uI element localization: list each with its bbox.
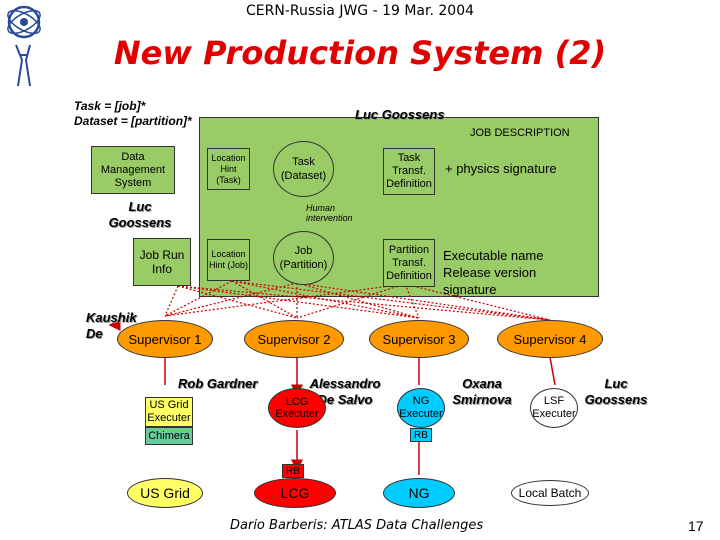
lsf-label: LSF — [543, 395, 565, 407]
page-title: New Production System (2) — [113, 34, 607, 72]
task-transf-definition-box: Task Transf. Definition — [383, 148, 435, 195]
lcg-executer-label: Executer — [275, 408, 319, 420]
supervisor-4: Supervisor 4 — [497, 320, 603, 358]
partition-transf-definition-box: Partition Transf. Definition — [383, 239, 435, 287]
job-partition-ellipse: Job (Partition) — [273, 231, 334, 285]
footer-text: Dario Barberis: ATLAS Data Challenges — [230, 518, 484, 533]
ng-executer-ellipse: NG Executer — [397, 388, 445, 428]
ng-label: NG — [412, 395, 430, 407]
luc-goossens-right: Luc Goossens — [584, 376, 648, 407]
rob-gardner-note: Rob Gardner — [178, 376, 258, 391]
signature-line: signature — [443, 282, 497, 297]
dataset-definition-note: Dataset = [partition]* — [74, 114, 192, 128]
lcg-rb-box: RB — [282, 464, 304, 478]
page-number: 17 — [688, 518, 704, 534]
executable-name-line: Executable name — [443, 248, 544, 263]
ng-rb-box: RB — [410, 428, 432, 442]
executable-info: Executable name Release version signatur… — [443, 247, 543, 298]
alessandro-de-salvo-note: Alessandro De Salvo — [309, 376, 381, 407]
lcg-label: LCG — [285, 396, 309, 408]
lcg-executer-ellipse: LCG Executer — [268, 388, 326, 428]
release-version-line: Release version — [443, 265, 537, 280]
chimera-box: Chimera — [145, 427, 193, 445]
location-hint-job-box: Location Hint (Job) — [207, 239, 250, 281]
luc-goossens-left: Luc Goossens — [108, 199, 172, 230]
kaushik-de-note: Kaushik De — [86, 310, 137, 341]
supervisor-3: Supervisor 3 — [369, 320, 469, 358]
physics-signature-text: + physics signature — [445, 161, 557, 176]
location-hint-task-box: Location Hint (Task) — [207, 148, 250, 190]
human-intervention-note: Human intervention — [306, 203, 353, 223]
supervisor-1: Supervisor 1 — [117, 320, 213, 358]
lcg-ellipse: LCG — [254, 478, 336, 508]
lsf-executer-label: Executer — [532, 408, 576, 420]
atlas-logo — [7, 5, 41, 87]
job-run-info-box: Job Run Info — [133, 238, 191, 286]
ng-executer-label: Executer — [399, 408, 443, 420]
data-management-system-box: Data Management System — [91, 146, 175, 194]
job-description-label: JOB DESCRIPTION — [470, 127, 570, 139]
header-text: CERN-Russia JWG - 19 Mar. 2004 — [245, 3, 475, 19]
supervisor-2: Supervisor 2 — [244, 320, 344, 358]
task-definition-note: Task = [job]* — [74, 99, 146, 113]
oxana-smirnova-note: Oxana Smirnova — [452, 376, 512, 407]
us-grid-ellipse: US Grid — [127, 478, 203, 508]
local-batch-ellipse: Local Batch — [511, 480, 589, 506]
lsf-executer-ellipse: LSF Executer — [530, 388, 578, 428]
luc-goossens-top: Luc Goossens — [355, 107, 445, 122]
ng-ellipse: NG — [383, 478, 455, 508]
task-dataset-ellipse: Task (Dataset) — [273, 141, 334, 197]
us-grid-executer-box: US Grid Executer — [145, 397, 193, 427]
